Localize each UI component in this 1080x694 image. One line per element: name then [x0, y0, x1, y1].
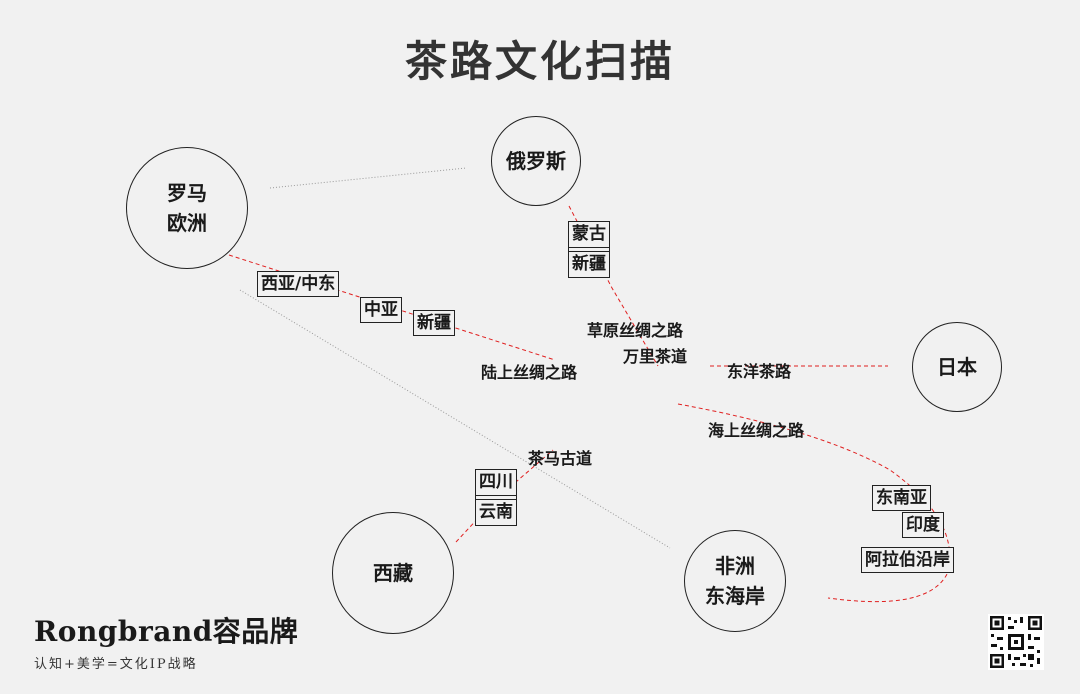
region-japan-label: 日本	[937, 355, 977, 379]
route-label-tea-road: 万里茶道	[623, 347, 688, 366]
region-tibet-label: 西藏	[373, 561, 413, 585]
box-xinjiang-silk: 新疆	[413, 310, 455, 336]
brand-tagline: 认知+美学=文化IP战略	[34, 657, 198, 672]
guide-line-europe-africa	[239, 289, 671, 549]
stack-divider	[569, 247, 609, 252]
box-mongolia: 蒙古	[572, 224, 606, 244]
region-east-africa: 非洲 东海岸	[684, 530, 786, 632]
route-maritime-silk-road	[677, 403, 951, 603]
region-russia: 俄罗斯	[491, 116, 581, 206]
guide-line-rome-russia	[269, 167, 467, 189]
box-sichuan: 四川	[479, 472, 513, 492]
route-label-land-silk: 陆上丝绸之路	[481, 363, 578, 382]
page-title: 茶路文化扫描	[404, 37, 675, 86]
box-central-asia: 中亚	[360, 297, 402, 323]
stack-divider	[476, 495, 516, 500]
region-japan: 日本	[912, 322, 1002, 412]
region-russia-label: 俄罗斯	[506, 149, 566, 173]
region-rome-europe: 罗马 欧洲	[126, 147, 248, 269]
region-tibet: 西藏	[332, 512, 454, 634]
region-rome-label: 罗马	[167, 181, 207, 205]
route-label-tea-horse: 茶马古道	[528, 449, 593, 468]
region-europe-label: 欧洲	[167, 211, 207, 235]
qr-code-icon	[988, 614, 1044, 670]
route-label-ocean-tea: 东洋茶路	[727, 362, 792, 381]
box-arabian-coast: 阿拉伯沿岸	[861, 547, 954, 573]
box-yunnan: 云南	[479, 502, 513, 522]
box-india: 印度	[902, 512, 944, 538]
brand-logo: Rongbrand容品牌	[34, 615, 299, 648]
stack-sichuan-yunnan: 四川 云南	[475, 469, 517, 526]
box-west-asia: 西亚/中东	[257, 271, 340, 297]
stack-mongolia-xinjiang: 蒙古 新疆	[568, 221, 610, 278]
box-southeast-asia: 东南亚	[872, 485, 931, 511]
route-label-maritime-silk: 海上丝绸之路	[708, 421, 805, 440]
region-east-coast-label: 东海岸	[705, 584, 765, 608]
region-africa-label: 非洲	[715, 554, 755, 578]
box-xinjiang-grassland: 新疆	[572, 254, 606, 274]
route-label-grassland-silk: 草原丝绸之路	[587, 321, 684, 340]
